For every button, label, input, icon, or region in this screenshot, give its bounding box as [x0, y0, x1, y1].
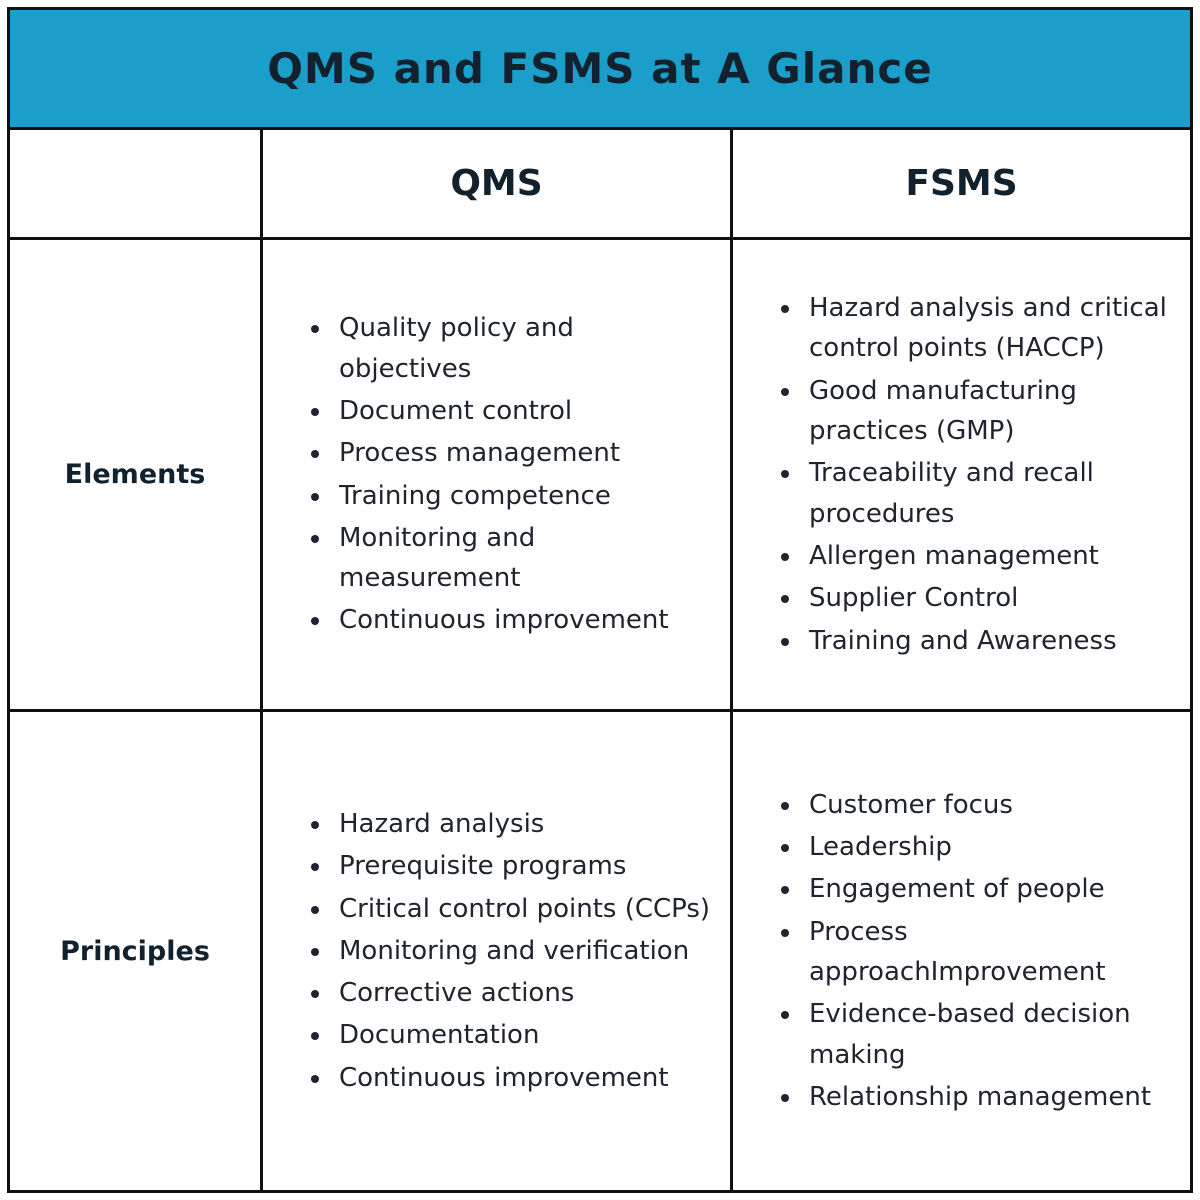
column-header-qms: QMS — [263, 130, 733, 240]
list-item: Process approachImprovement — [803, 912, 1172, 993]
list-item: Hazard analysis — [333, 804, 710, 844]
row-label-elements: Elements — [10, 240, 263, 712]
list-item: Document control — [333, 391, 712, 431]
elements-qms-cell: Quality policy and objectivesDocument co… — [263, 240, 733, 712]
list-item: Evidence-based decision making — [803, 994, 1172, 1075]
list-item: Supplier Control — [803, 578, 1172, 618]
list-item: Customer focus — [803, 785, 1172, 825]
list-item: Allergen management — [803, 536, 1172, 576]
list-item: Traceability and recall procedures — [803, 453, 1172, 534]
column-header-fsms: FSMS — [733, 130, 1190, 240]
list-item: Hazard analysis and critical control poi… — [803, 288, 1172, 369]
row-label-principles: Principles — [10, 712, 263, 1190]
elements-fsms-list: Hazard analysis and critical control poi… — [773, 286, 1172, 663]
elements-fsms-cell: Hazard analysis and critical control poi… — [733, 240, 1190, 712]
corner-cell — [10, 130, 263, 240]
list-item: Engagement of people — [803, 869, 1172, 909]
list-item: Monitoring and verification — [333, 931, 710, 971]
list-item: Corrective actions — [333, 973, 710, 1013]
principles-qms-list: Hazard analysisPrerequisite programsCrit… — [303, 802, 710, 1100]
principles-fsms-cell: Customer focusLeadershipEngagement of pe… — [733, 712, 1190, 1190]
list-item: Training and Awareness — [803, 621, 1172, 661]
list-item: Continuous improvement — [333, 1058, 710, 1098]
list-item: Training competence — [333, 476, 712, 516]
list-item: Continuous improvement — [333, 600, 712, 640]
principles-fsms-list: Customer focusLeadershipEngagement of pe… — [773, 783, 1172, 1119]
comparison-table: QMS FSMS Elements Quality policy and obj… — [10, 130, 1190, 1190]
elements-qms-list: Quality policy and objectivesDocument co… — [303, 306, 712, 642]
list-item: Process management — [333, 433, 712, 473]
principles-qms-cell: Hazard analysisPrerequisite programsCrit… — [263, 712, 733, 1190]
list-item: Relationship management — [803, 1077, 1172, 1117]
comparison-table-frame: QMS and FSMS at A Glance QMS FSMS Elemen… — [7, 7, 1193, 1193]
list-item: Critical control points (CCPs) — [333, 889, 710, 929]
page-title: QMS and FSMS at A Glance — [267, 44, 933, 93]
title-bar: QMS and FSMS at A Glance — [10, 10, 1190, 130]
list-item: Good manufacturing practices (GMP) — [803, 371, 1172, 452]
list-item: Quality policy and objectives — [333, 308, 712, 389]
list-item: Monitoring and measurement — [333, 518, 712, 599]
list-item: Documentation — [333, 1015, 710, 1055]
list-item: Leadership — [803, 827, 1172, 867]
list-item: Prerequisite programs — [333, 846, 710, 886]
